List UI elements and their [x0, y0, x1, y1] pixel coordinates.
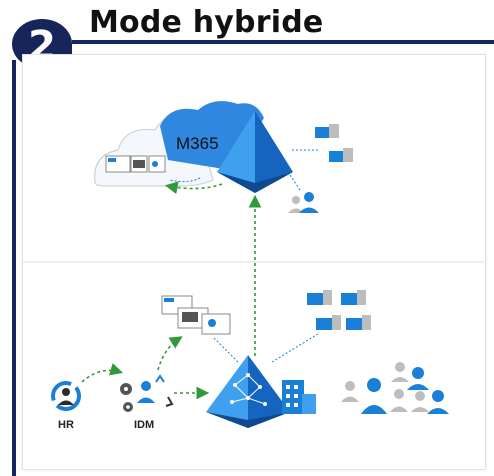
cloud-user-icon: [288, 192, 319, 213]
cloud-app-windows-icon: [105, 155, 166, 173]
cloud-devices-icon: [315, 124, 353, 162]
arrow-idm-to-apps: [157, 336, 183, 371]
title-underline: [72, 40, 494, 44]
onprem-app-windows-icon: [161, 295, 231, 335]
m365-label: M365: [176, 134, 219, 153]
onprem-devices-icon: [307, 290, 371, 330]
left-border-rule: [12, 60, 16, 476]
sync-arrow-cloud: [164, 181, 223, 195]
arrow-hr-to-idm: [81, 363, 124, 383]
idm-label: IDM: [134, 419, 155, 431]
hr-icon: [51, 381, 81, 411]
active-directory-pyramid-icon: [206, 355, 290, 428]
building-icon: [282, 380, 316, 414]
users-group-icon: [341, 362, 449, 414]
idm-icon: [120, 374, 174, 412]
azure-pyramid-icon: [217, 111, 293, 193]
hr-label: HR: [58, 419, 74, 431]
page-title: Mode hybride: [89, 5, 324, 40]
